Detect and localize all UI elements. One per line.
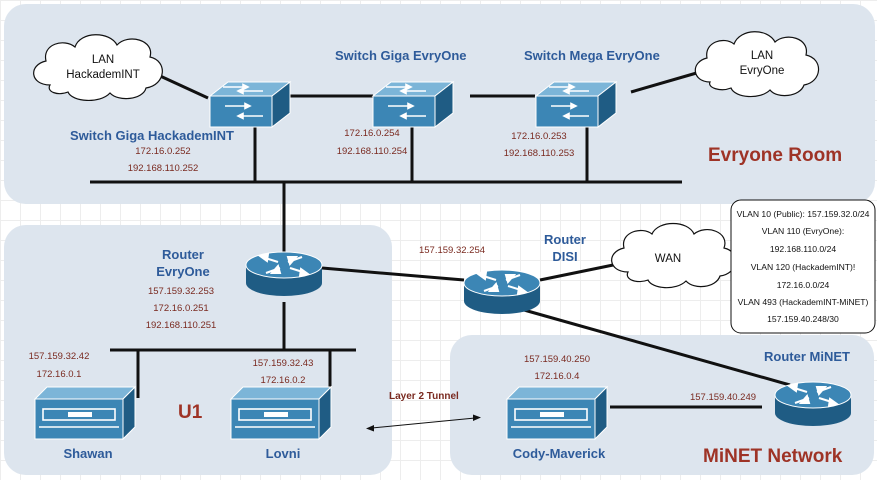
ip-label: 157.159.32.253	[148, 286, 214, 297]
ip-label: 157.159.32.43	[253, 358, 314, 369]
host-name-lovni: Lovni	[266, 446, 301, 461]
ip-label: 157.159.40.249	[690, 392, 756, 403]
ip-label: 172.16.0.253	[511, 131, 566, 142]
cloud-lan-evryone: LAN EvryOne	[694, 31, 820, 98]
router-evryone-to-disi	[321, 266, 465, 282]
evryone-room-label: Evryone Room	[708, 145, 842, 166]
vlan-note-line: 157.159.40.248/30	[767, 314, 839, 324]
ip-label: 192.168.110.251	[146, 320, 217, 331]
switch-giga-evryone-title: Switch Giga EvryOne	[335, 48, 467, 63]
ip-label: 192.168.110.252	[128, 163, 199, 174]
ip-label: 157.159.32.254	[419, 245, 485, 256]
vlan-note-line: 172.16.0.0/24	[777, 280, 830, 290]
ip-label: 172.16.0.1	[37, 369, 82, 380]
router-disi-title: Router	[544, 232, 586, 247]
server-cody-maverick[interactable]	[506, 386, 608, 440]
cloud-wan: WAN	[611, 222, 737, 289]
u1-label: U1	[178, 402, 203, 423]
server-shawan[interactable]	[34, 386, 136, 440]
ip-label: 192.168.110.254	[337, 146, 408, 157]
cloud-label: EvryOne	[740, 65, 785, 77]
ip-label: 157.159.40.250	[524, 354, 590, 365]
switch-hackademint-title: Switch Giga HackademINT	[70, 128, 234, 143]
ip-label: 172.16.0.252	[135, 146, 190, 157]
minet-network-label: MiNET Network	[703, 446, 843, 467]
ip-label: 157.159.32.42	[29, 351, 90, 362]
vlan-note-line: VLAN 493 (HackademINT-MiNET)	[738, 297, 869, 307]
ip-label: 172.16.0.254	[344, 128, 399, 139]
cloud-label: LAN	[92, 54, 114, 66]
vlan-note-line: 192.168.110.0/24	[770, 244, 836, 254]
disi-to-minet	[523, 308, 791, 387]
ip-label: 172.16.0.2	[261, 375, 306, 386]
ip-label: 172.16.0.251	[153, 303, 208, 314]
router-evryone[interactable]	[245, 251, 323, 297]
lan-hackademint-link	[157, 73, 209, 100]
disi-to-wan	[539, 262, 619, 282]
router-minet-title: Router MiNET	[764, 349, 850, 364]
switch-mega-evryone[interactable]	[535, 81, 617, 128]
lan-evryone-link	[630, 70, 701, 94]
switch-mega-evryone-title: Switch Mega EvryOne	[524, 48, 660, 63]
layer2-tunnel: Layer 2 Tunnel	[366, 391, 481, 432]
router-disi[interactable]	[463, 269, 541, 315]
ip-label: 172.16.0.4	[535, 371, 580, 382]
cloud-label: HackademINT	[66, 69, 140, 81]
vlan-note: VLAN 10 (Public): 157.159.32.0/24 VLAN 1…	[730, 199, 876, 334]
minet-area	[450, 335, 874, 475]
switch-hackademint[interactable]	[209, 81, 291, 128]
router-disi-title: DISI	[552, 249, 577, 264]
vlan-note-line: VLAN 110 (EvryOne):	[762, 226, 844, 236]
server-lovni[interactable]	[230, 386, 332, 440]
links	[90, 70, 791, 409]
tunnel-label: Layer 2 Tunnel	[389, 391, 459, 402]
router-minet[interactable]	[774, 381, 852, 427]
host-name-shawan: Shawan	[63, 446, 112, 461]
router-evryone-title: EvryOne	[156, 264, 209, 279]
vlan-note-line: VLAN 120 (HackademINT)!	[751, 262, 856, 272]
cloud-label: LAN	[751, 50, 773, 62]
cloud-lan-hackademint: LAN HackademINT	[33, 34, 163, 101]
switch-giga-evryone[interactable]	[372, 81, 454, 128]
ip-labels: 172.16.0.252 192.168.110.252 172.16.0.25…	[29, 128, 756, 403]
router-evryone-title: Router	[162, 247, 204, 262]
cloud-label: WAN	[655, 253, 681, 265]
host-name-cody-maverick: Cody-Maverick	[513, 446, 606, 461]
vlan-note-line: VLAN 10 (Public): 157.159.32.0/24	[737, 209, 870, 219]
ip-label: 192.168.110.253	[504, 148, 575, 159]
